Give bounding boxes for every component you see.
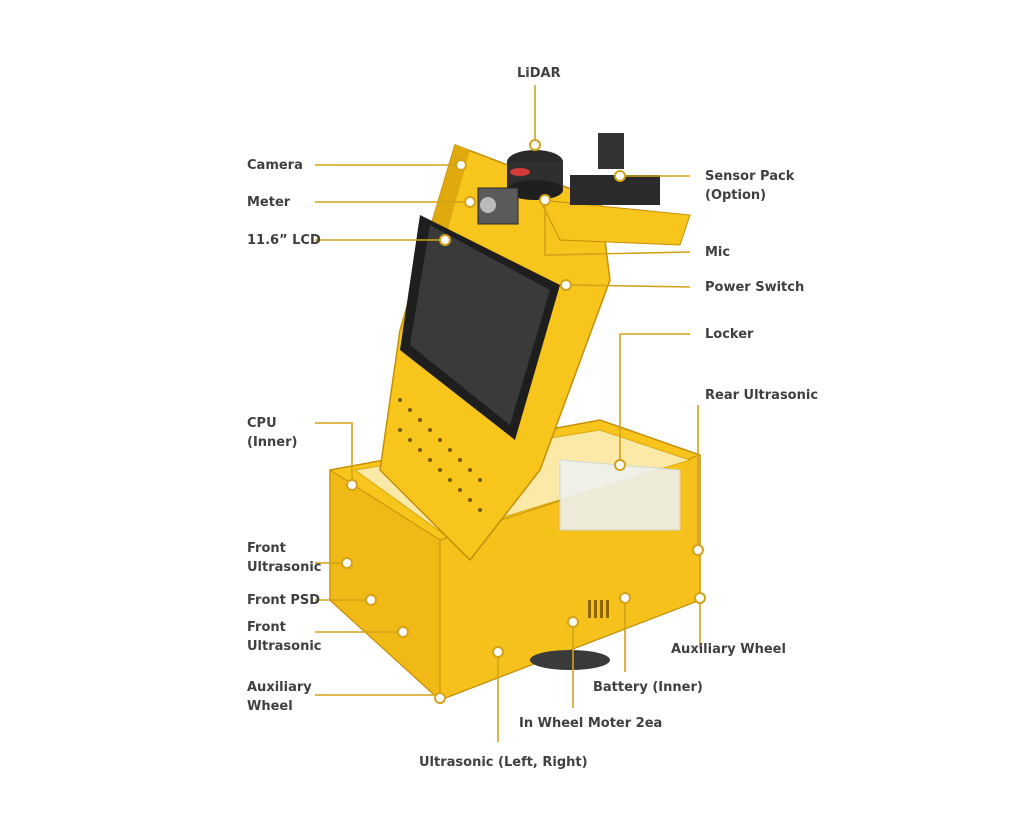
label-mic: Mic: [705, 243, 730, 262]
camera-unit: [477, 187, 519, 225]
lidar-text: LiDAR: [517, 66, 561, 81]
label-front-ultrasonic-bottom: Front Ultrasonic: [247, 618, 322, 656]
meter-text: Meter: [247, 195, 291, 210]
sensor-pack-note: (Option): [705, 188, 767, 203]
lcd-screen: [400, 215, 560, 440]
label-power-switch: Power Switch: [705, 278, 804, 297]
label-lcd: 11.6” LCD: [247, 231, 321, 250]
ultrasonic-lr-text: Ultrasonic (Left, Right): [419, 755, 588, 770]
tower-perforations: [398, 398, 482, 512]
lidar-unit: [507, 150, 563, 200]
front-ultrasonic-top-line1: Front: [247, 541, 286, 556]
label-in-wheel-motor: In Wheel Moter 2ea: [519, 714, 662, 733]
in-wheel-motor-text: In Wheel Moter 2ea: [519, 716, 663, 731]
label-battery: Battery (Inner): [593, 678, 703, 697]
front-ultrasonic-top-line2: Ultrasonic: [247, 560, 322, 575]
front-ultrasonic-bottom-line1: Front: [247, 620, 286, 635]
label-cpu: CPU (Inner): [247, 414, 297, 452]
label-meter: Meter: [247, 193, 290, 212]
label-camera: Camera: [247, 156, 303, 175]
cpu-text: CPU: [247, 416, 277, 431]
label-front-ultrasonic-top: Front Ultrasonic: [247, 539, 322, 577]
marker-circles: [341, 139, 706, 704]
locker-text: Locker: [705, 327, 754, 342]
sensor-pack-text: Sensor Pack: [705, 169, 795, 184]
front-ultrasonic-bottom-line2: Ultrasonic: [247, 639, 322, 654]
auxiliary-wheel-left-line1: Auxiliary: [247, 680, 312, 695]
camera-text: Camera: [247, 158, 303, 173]
label-front-psd: Front PSD: [247, 591, 320, 610]
auxiliary-wheel-left-line2: Wheel: [247, 699, 293, 714]
label-rear-ultrasonic: Rear Ultrasonic: [705, 386, 818, 405]
sensor-pack: [570, 133, 660, 205]
leader-lines: [315, 85, 701, 742]
label-lidar: LiDAR: [517, 64, 561, 83]
cpu-note: (Inner): [247, 435, 298, 450]
label-auxiliary-wheel-right: Auxiliary Wheel: [671, 640, 786, 659]
mic-text: Mic: [705, 245, 731, 260]
label-sensor-pack: Sensor Pack (Option): [705, 167, 794, 205]
label-ultrasonic-lr: Ultrasonic (Left, Right): [419, 753, 588, 772]
front-psd-text: Front PSD: [247, 593, 321, 608]
auxiliary-wheel-right-text: Auxiliary Wheel: [671, 642, 786, 657]
label-auxiliary-wheel-left: Auxiliary Wheel: [247, 678, 312, 716]
label-locker: Locker: [705, 325, 753, 344]
rear-ultrasonic-text: Rear Ultrasonic: [705, 388, 819, 403]
battery-text: Battery (Inner): [593, 680, 703, 695]
base-vents: [588, 600, 609, 618]
power-switch-text: Power Switch: [705, 280, 805, 295]
lcd-text: 11.6” LCD: [247, 233, 321, 248]
